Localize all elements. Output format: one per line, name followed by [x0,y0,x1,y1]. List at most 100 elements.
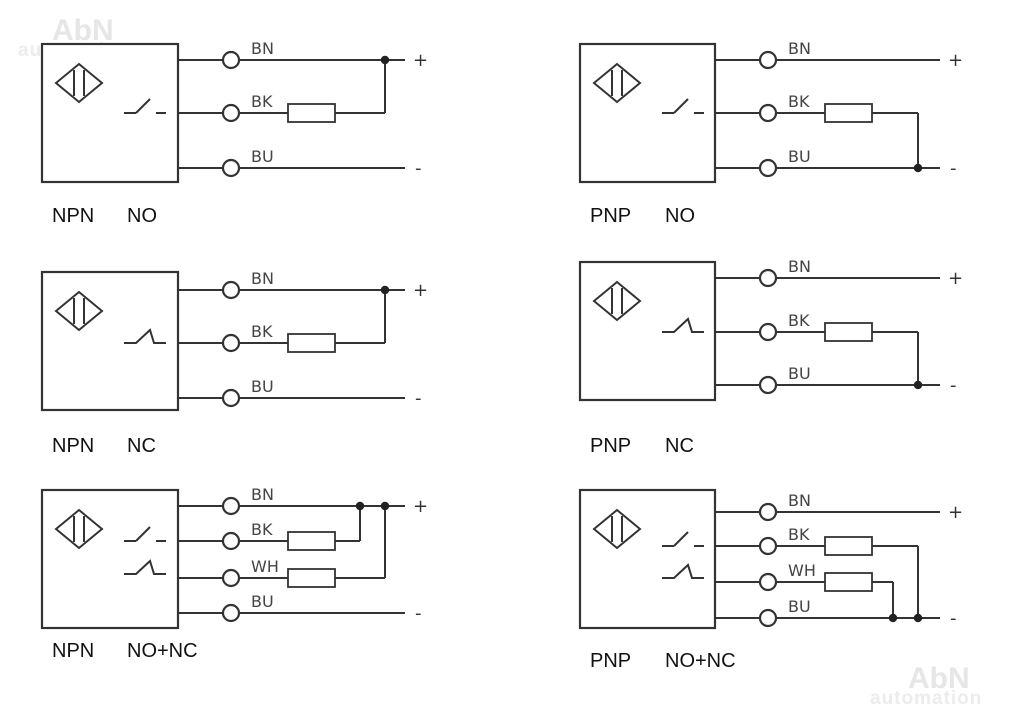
terminal-icon [758,268,778,288]
wire-label-bn: BN [788,491,811,510]
inductive-sensor-icon [592,508,642,550]
resistor-icon [287,568,336,588]
sensor-diamond-shape [54,508,104,550]
junction-dot [380,285,390,295]
nc-contact-icon [124,328,166,344]
terminal-icon [758,322,778,342]
resistor-icon [287,531,336,551]
sensor-box [578,488,717,630]
terminal-icon [221,603,241,623]
no-contact-icon [662,531,704,547]
switch-blade [673,531,689,547]
terminal-icon [758,572,778,592]
resistor-icon [824,536,873,556]
junction-dot [913,613,923,623]
supply-minus-label: - [415,158,422,179]
wire-label-bn: BN [251,269,274,288]
switch-blade [673,98,689,114]
wire-label-bk: BK [788,311,810,330]
sensor-box [40,488,180,630]
panel-type-label: PNP [590,650,631,672]
sensor-diamond-shape [54,62,104,104]
supply-plus-label: + [413,496,428,517]
supply-plus-label: + [948,50,963,71]
wire-label-wh: WH [788,561,816,580]
watermark-sub: automation [870,688,982,709]
terminal-icon [758,608,778,628]
switch-blade [124,328,166,344]
terminal-icon [221,496,241,516]
inductive-sensor-icon [54,62,104,104]
sensor-box [578,42,717,184]
watermark-bottom-right: AbN automation [870,662,982,709]
wire-label-bk: BK [251,520,273,539]
sensor-diamond-shape [54,290,104,332]
supply-plus-label: + [413,280,428,301]
nc-contact-icon [662,317,704,333]
panel-type-label: PNP [590,205,631,227]
terminal-icon [758,536,778,556]
watermark-brand: AbN [908,662,970,695]
junction-dot [355,501,365,511]
junction-dot [913,163,923,173]
inductive-sensor-icon [592,62,642,104]
inductive-sensor-icon [54,508,104,550]
terminal-icon [221,280,241,300]
no-contact-icon [662,98,704,114]
wire-label-bk: BK [251,92,273,111]
junction-dot [380,55,390,65]
resistor-icon [287,103,336,123]
no-contact-icon [124,526,166,542]
wire-label-bk: BK [788,92,810,111]
terminal-icon [758,502,778,522]
wire-label-bu: BU [788,147,811,166]
sensor-diamond-shape [592,62,642,104]
sensor-box [40,42,180,184]
no-contact-icon [124,98,166,114]
terminal-icon [758,158,778,178]
wire-label-bu: BU [251,147,274,166]
panel-mode-label: NC [665,435,694,457]
wire-label-bu: BU [251,592,274,611]
supply-minus-label: - [415,388,422,409]
switch-blade [662,563,704,579]
wire-label-bu: BU [788,597,811,616]
wire-label-wh: WH [251,557,279,576]
wire-label-bn: BN [788,39,811,58]
terminal-icon [221,158,241,178]
resistor-icon [824,322,873,342]
switch-blade [135,526,151,542]
wire-label-bk: BK [788,525,810,544]
nc-contact-icon [662,563,704,579]
panel-type-label: PNP [590,435,631,457]
terminal-icon [221,103,241,123]
panel-type-label: NPN [52,640,94,662]
sensor-box [40,270,180,412]
wire-label-bn: BN [251,39,274,58]
switch-blade [662,317,704,333]
watermark-brand: AbN [52,14,114,47]
terminal-icon [758,50,778,70]
switch-blade [135,98,151,114]
wire-label-bu: BU [788,364,811,383]
panel-type-label: NPN [52,435,94,457]
supply-minus-label: - [950,158,957,179]
wire-label-bu: BU [251,377,274,396]
supply-plus-label: + [413,50,428,71]
junction-dot [888,613,898,623]
terminal-icon [221,531,241,551]
supply-minus-label: - [950,608,957,629]
terminal-icon [221,388,241,408]
inductive-sensor-icon [592,280,642,322]
panel-mode-label: NO+NC [127,640,198,662]
wire-label-bn: BN [788,257,811,276]
terminal-icon [758,375,778,395]
junction-dot [913,380,923,390]
